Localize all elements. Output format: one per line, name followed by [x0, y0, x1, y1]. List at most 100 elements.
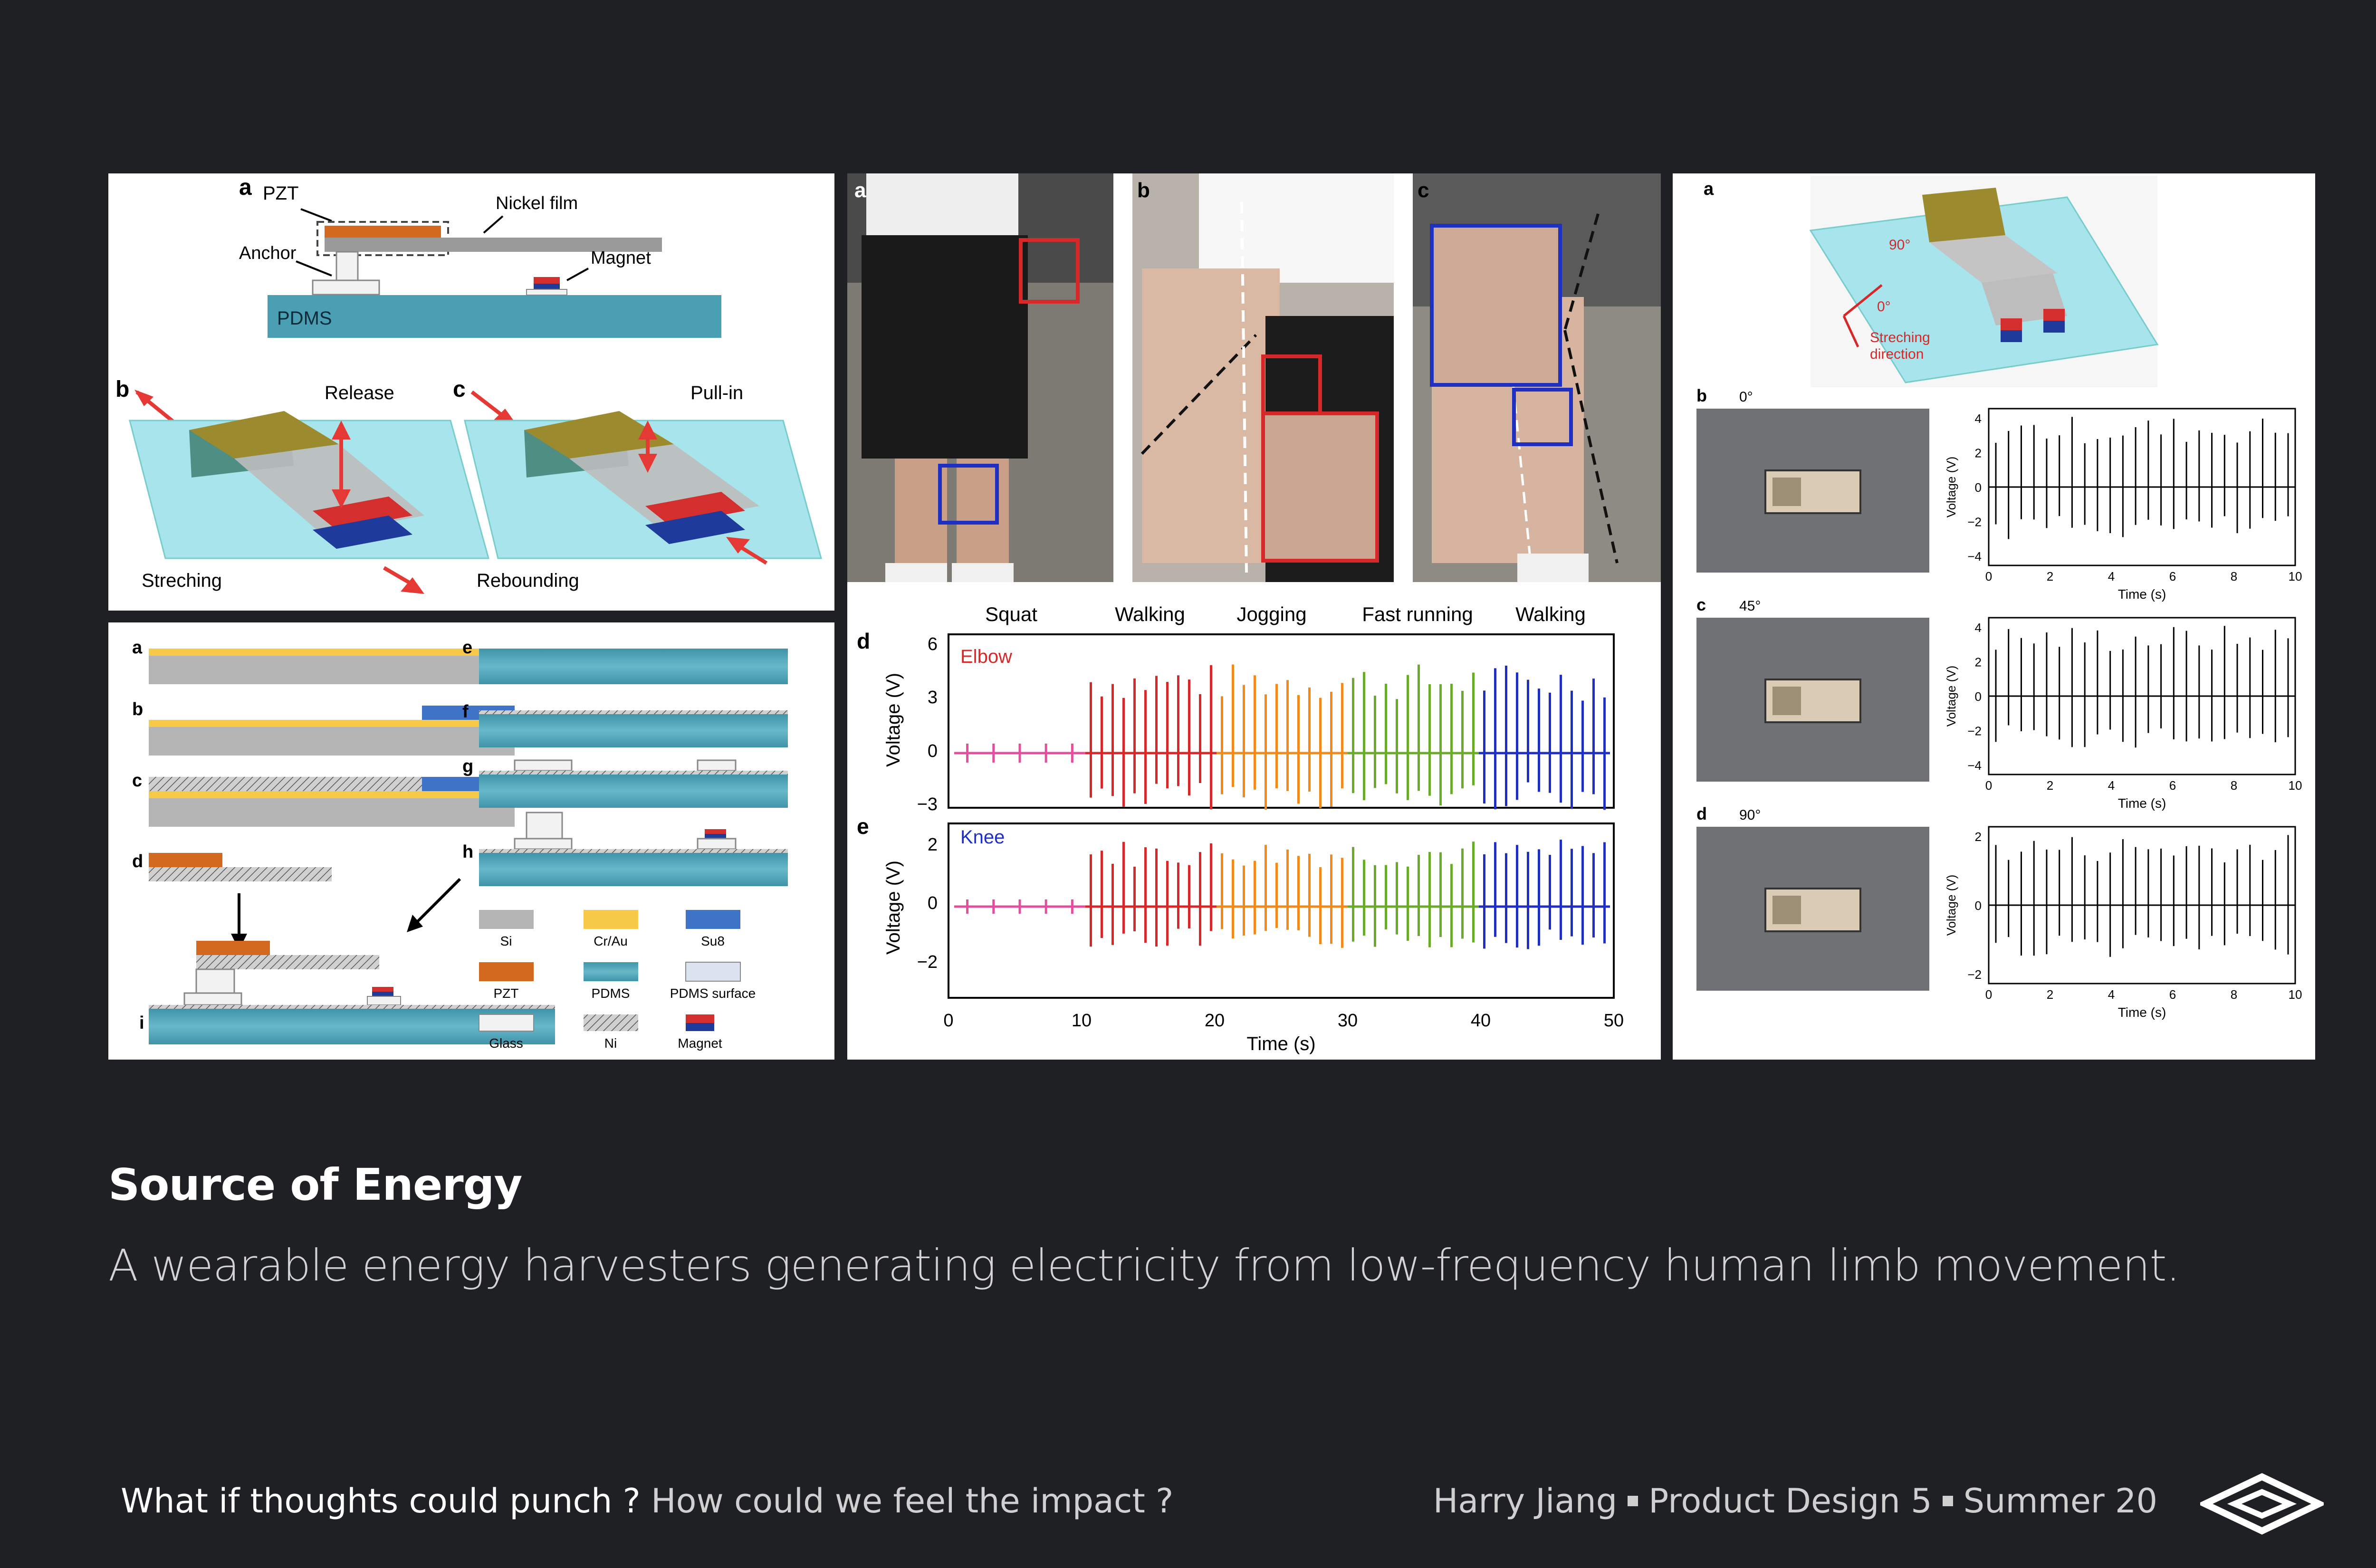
stretch-xtick: 2 [2047, 987, 2053, 1002]
stretch-ytick: −2 [1967, 515, 1982, 529]
label-pull-in: Pull-in [690, 382, 743, 403]
pdms-substrate [268, 295, 721, 338]
step-i: i [139, 1013, 144, 1033]
stretch-xtick: 10 [2289, 569, 2302, 583]
row-label: b [1696, 386, 1707, 405]
label-direction: direction [1870, 346, 1924, 362]
label-release: Release [325, 382, 394, 403]
elbow-plot-frame [948, 633, 1615, 809]
legend-magnet: Magnet [678, 1036, 722, 1051]
stretch-ytick: 4 [1975, 411, 1982, 426]
elbow-ytick: 3 [928, 688, 938, 708]
stretch-xtick: 10 [2289, 778, 2302, 793]
label-rebounding: Rebounding [477, 570, 579, 591]
phase-squat: Squat [985, 603, 1037, 625]
magnet-top [534, 277, 560, 284]
stretch-ytick: −4 [1967, 549, 1982, 564]
elbow-signal [954, 664, 1610, 810]
legend-crau: Cr/Au [594, 934, 628, 948]
legend-pdms-surface: PDMS surface [670, 986, 756, 1001]
knee-signal [954, 840, 1610, 949]
row-angle: 0° [1739, 389, 1753, 405]
row-label: d [1696, 804, 1707, 823]
stretch-ytick: −4 [1967, 758, 1982, 773]
step-f: f [462, 702, 469, 722]
stretch-ytick: 0 [1975, 899, 1982, 913]
stretch-xtick: 10 [2289, 987, 2302, 1002]
device-anchor [1772, 687, 1801, 715]
stretch-ylabel: Voltage (V) [1944, 875, 1958, 936]
stretch-xtick: 2 [2047, 778, 2053, 793]
label-pdms: PDMS [277, 308, 332, 329]
device-schematic-svg: a PZT Nickel film Anchor Magnet PDMS b R… [115, 175, 822, 594]
elbow-ytick: −3 [917, 794, 938, 814]
row-label: c [1696, 595, 1706, 614]
nickel-film-layer [325, 238, 662, 252]
stretch-xtick: 0 [1985, 569, 1992, 583]
limb-voltage-svg: a b c Squat Walking Jogging Fast running… [847, 173, 1661, 1054]
knee-ytick: −2 [917, 952, 938, 972]
stretch-xtick: 0 [1985, 987, 1992, 1002]
step-c: c [132, 771, 142, 791]
separator-square-icon [1628, 1495, 1638, 1506]
knee-ytick: 2 [928, 835, 938, 855]
device-anchor [1772, 478, 1801, 506]
limb-xtick: 10 [1072, 1011, 1092, 1031]
anchor-post [335, 251, 359, 281]
slide-subtitle: A wearable energy harvesters generating … [108, 1240, 2180, 1291]
figure-limb-voltage: a b c Squat Walking Jogging Fast running… [847, 173, 1661, 1060]
limb-xtick: 30 [1338, 1011, 1358, 1031]
label-b: b [115, 377, 129, 402]
stretch-ytick: 4 [1975, 621, 1982, 635]
row-angle: 45° [1739, 598, 1761, 614]
legend-ni: Ni [604, 1036, 617, 1051]
limb-xtick: 50 [1604, 1011, 1624, 1031]
fig4-label-a: a [1704, 179, 1714, 199]
limb-xtick: 0 [943, 1011, 953, 1031]
elbow-ylabel: Voltage (V) [883, 673, 904, 767]
stretch-xtick: 6 [2169, 778, 2176, 793]
stretch-xtick: 2 [2047, 569, 2053, 583]
footer-questions: What if thoughts could punch ? How could… [121, 1482, 1173, 1520]
legend-si: Si [500, 934, 512, 948]
elbow-ytick-group: 6 3 0 −3 [917, 634, 938, 814]
magnet-bottom [534, 284, 560, 289]
stretch-xtick: 6 [2169, 987, 2176, 1002]
knee-ytick: 0 [928, 893, 938, 913]
limb-xtick: 40 [1471, 1011, 1491, 1031]
label-d: d [857, 629, 870, 653]
label-streching: Streching [142, 570, 222, 591]
stretch-ytick: −2 [1967, 967, 1982, 982]
stretch-ytick: −2 [1967, 724, 1982, 738]
limb-xtick-group: 0 10 20 30 40 50 [943, 1011, 1624, 1031]
footer-author: Harry Jiang [1433, 1482, 1618, 1520]
legend-pdms: PDMS [592, 986, 630, 1001]
stretch-xtick: 4 [2108, 987, 2115, 1002]
step-g: g [462, 756, 473, 776]
stretch-xtick: 4 [2108, 778, 2115, 793]
step-h: h [462, 842, 473, 862]
stretch-xtick: 4 [2108, 569, 2115, 583]
phase-jogging: Jogging [1236, 603, 1306, 625]
stretch-xtick: 8 [2231, 569, 2237, 583]
photo-label-c: c [1418, 179, 1429, 202]
elbow-ytick: 0 [928, 741, 938, 761]
elbow-ytick: 6 [928, 634, 938, 654]
figure-device-schematic: a PZT Nickel film Anchor Magnet PDMS b R… [108, 173, 834, 611]
footer-question-2: How could we feel the impact ? [651, 1482, 1174, 1520]
photo-label-b: b [1137, 179, 1150, 202]
label-90deg: 90° [1889, 237, 1910, 253]
pzt-layer [325, 226, 441, 238]
stretch-xtick: 6 [2169, 569, 2176, 583]
label-streching: Streching [1870, 330, 1930, 345]
label-c: c [453, 377, 466, 402]
limb-xtick: 20 [1205, 1011, 1225, 1031]
fabrication-svg: a b c d i e f g [132, 638, 788, 1051]
stretch-ylabel: Voltage (V) [1944, 666, 1958, 727]
stretch-xlabel: Time (s) [2118, 587, 2166, 602]
device-anchor [1772, 896, 1801, 924]
step-b: b [132, 699, 143, 719]
stretch-xlabel: Time (s) [2118, 796, 2166, 811]
